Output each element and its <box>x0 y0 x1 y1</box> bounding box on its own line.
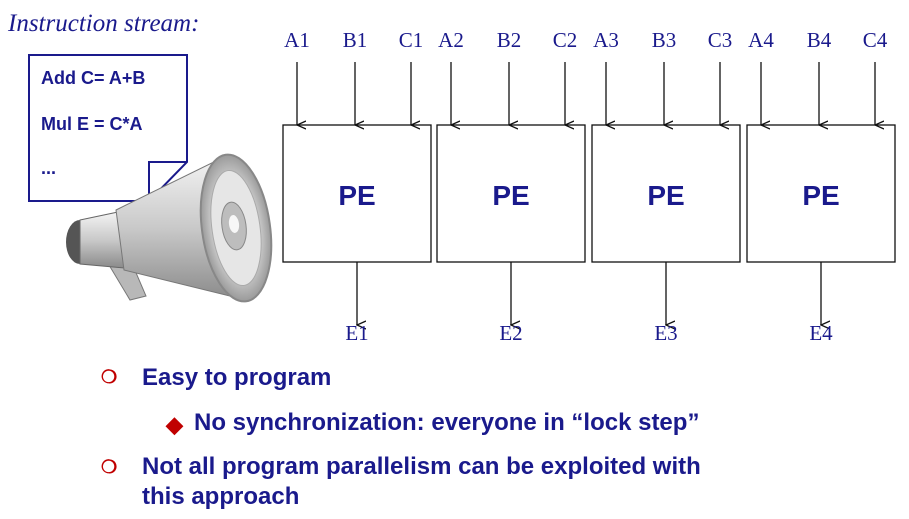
input-label-C4: C4 <box>863 28 888 52</box>
bullet-text-3-cont: this approach <box>142 483 300 510</box>
instruction-line-3: ... <box>41 158 57 178</box>
bullet-marker-3: ❍ <box>101 457 118 477</box>
bullet-marker-1: ❍ <box>101 367 118 387</box>
input-label-B3: B3 <box>652 28 677 52</box>
input-label-A3: A3 <box>593 28 619 52</box>
pe-label-3: PE <box>647 180 684 211</box>
input-label-B4: B4 <box>807 28 832 52</box>
bullet-text-1: Easy to program <box>142 364 332 391</box>
input-label-C3: C3 <box>708 28 733 52</box>
megaphone-icon <box>66 153 273 303</box>
bullet-text-2: No synchronization: everyone in “lock st… <box>194 409 700 436</box>
input-label-B1: B1 <box>343 28 368 52</box>
pe-box-2 <box>436 124 586 263</box>
pe-box-1 <box>282 124 432 263</box>
bullet-marker-2: ◆ <box>166 412 183 437</box>
input-label-C2: C2 <box>553 28 578 52</box>
pe-label-1: PE <box>338 180 375 211</box>
instruction-line-1: Add C= A+B <box>41 68 146 88</box>
instruction-stream-title: Instruction stream: <box>8 10 200 37</box>
note-outline <box>28 54 188 202</box>
instruction-note: Add C= A+B Mul E = C*A ... <box>28 54 188 202</box>
input-label-A2: A2 <box>438 28 464 52</box>
pe-box-3 <box>591 124 741 263</box>
output-label-E2: E2 <box>499 321 522 345</box>
input-label-B2: B2 <box>497 28 522 52</box>
output-label-E4: E4 <box>809 321 833 345</box>
output-label-E1: E1 <box>345 321 368 345</box>
instruction-line-2: Mul E = C*A <box>41 114 143 134</box>
input-label-C1: C1 <box>399 28 424 52</box>
input-label-A1: A1 <box>284 28 310 52</box>
pe-label-2: PE <box>492 180 529 211</box>
pe-label-4: PE <box>802 180 839 211</box>
input-label-A4: A4 <box>748 28 774 52</box>
pe-box-4 <box>746 124 896 263</box>
output-label-E3: E3 <box>654 321 677 345</box>
bullet-text-3: Not all program parallelism can be explo… <box>142 453 701 480</box>
